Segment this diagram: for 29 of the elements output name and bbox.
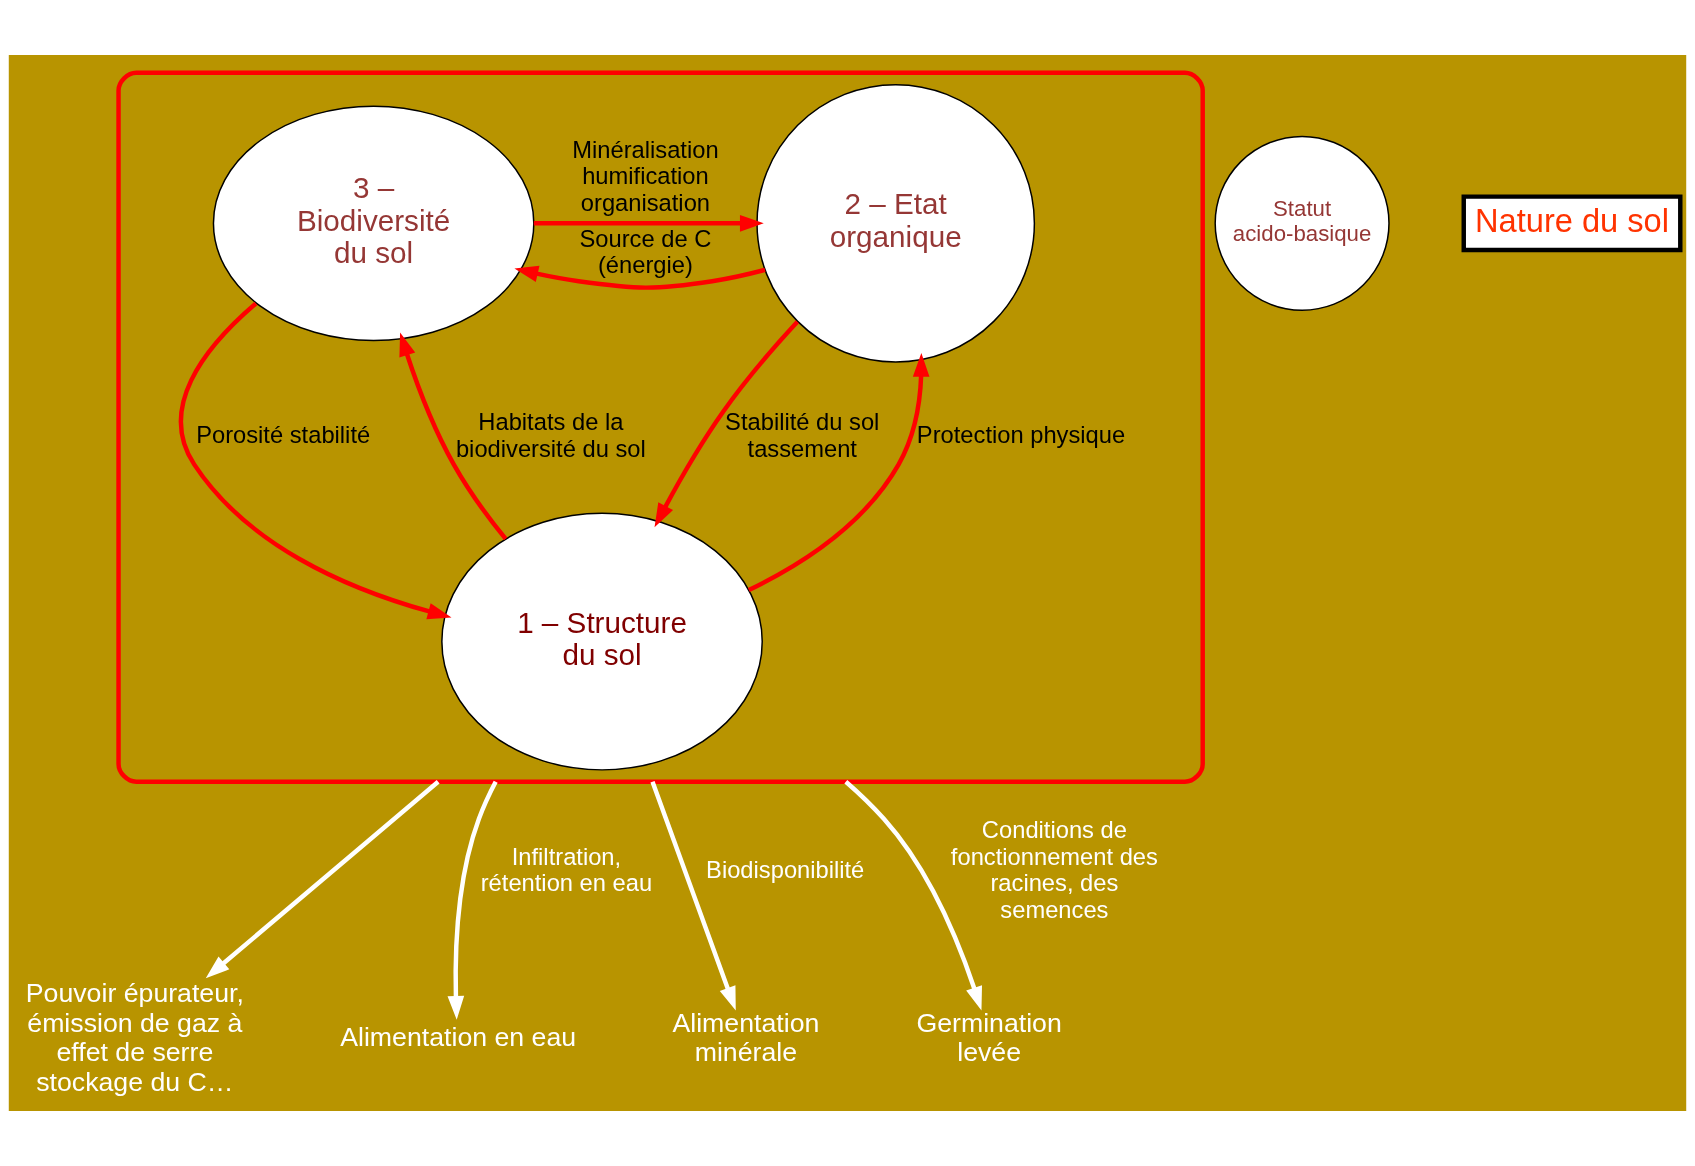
arrow [514, 265, 766, 290]
arrow [447, 780, 498, 1020]
arrow [399, 332, 508, 541]
node-circle: 2 – Etat organique [756, 83, 1036, 363]
node-ellipse: 3 – Biodiversité du sol [212, 105, 535, 342]
node-circle: Statut acido-basique [1214, 135, 1390, 311]
arrow [747, 352, 930, 592]
edge-label: Porosité stabilité [196, 422, 371, 449]
arrow [178, 301, 452, 620]
node-text: Germination levée [916, 1007, 1062, 1068]
node-text: Alimentation en eau [340, 1022, 577, 1053]
edge-label: Protection physique [916, 422, 1126, 449]
node-box: Nature du sol [1461, 194, 1683, 253]
cluster [116, 70, 1205, 784]
node-ellipse: 1 – Structure du sol [441, 512, 763, 771]
edge-label: Conditions de fonctionnement des racines, des semences [950, 816, 1158, 923]
edge-label: Source de C (énergie) [579, 225, 712, 279]
arrow [654, 320, 799, 528]
arrow [844, 780, 982, 1011]
edge-label: Stabilité du sol tassement [725, 408, 880, 462]
node-text: Alimentation minérale [672, 1007, 820, 1068]
arrow [205, 780, 440, 979]
edge-label: Habitats de la biodiversité du sol [455, 408, 646, 462]
arrow [533, 215, 764, 232]
arrow [650, 780, 736, 1011]
edge-label: Minéralisation humification organisation [572, 136, 719, 217]
edge-label: Infiltration, rétention en eau [480, 843, 653, 897]
edge-label: Biodisponibilité [706, 856, 865, 883]
node-text: Pouvoir épurateur, émission de gaz à effet de serre stockage du C… [25, 977, 244, 1097]
